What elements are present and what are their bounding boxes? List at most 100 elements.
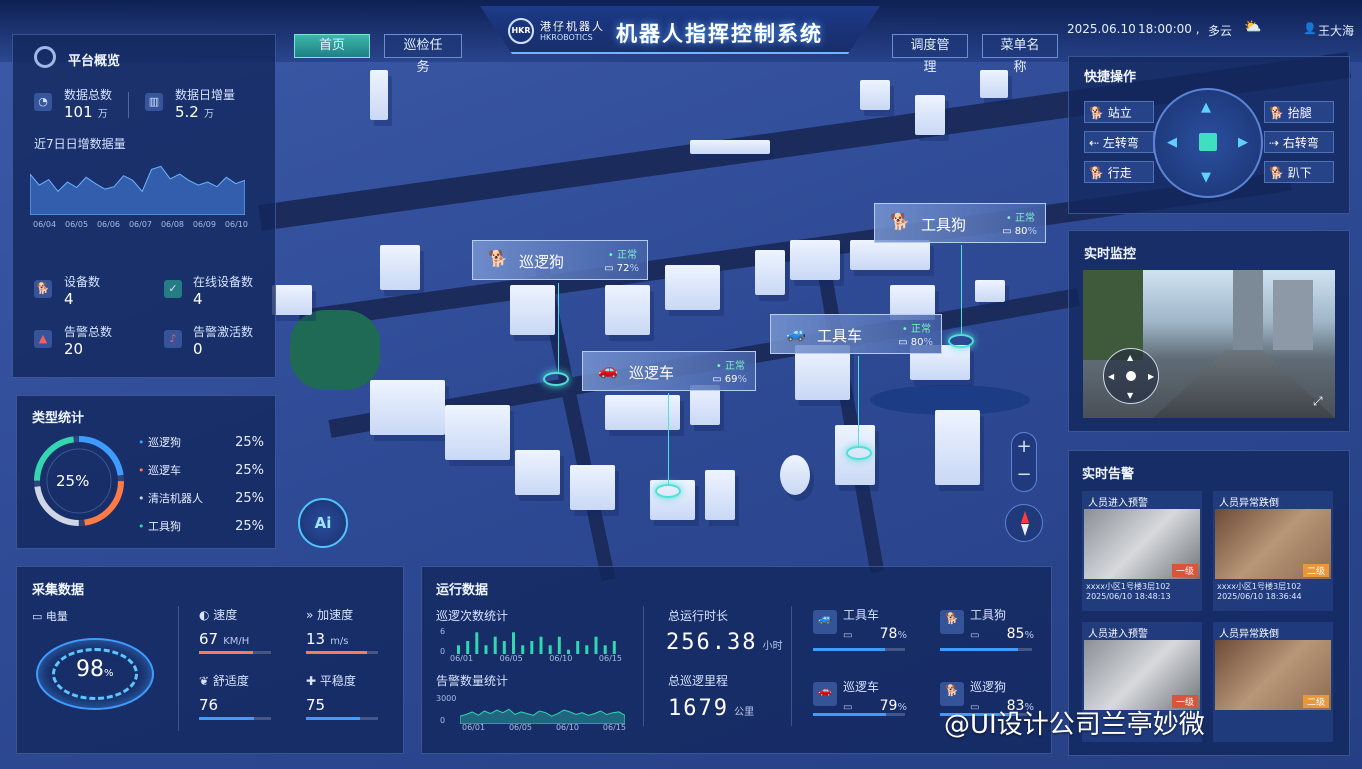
metric-stability: ✚ 平稳度 75 [306,674,356,714]
tag-status: • 正常 [607,250,637,261]
alert-card[interactable]: 人员进入预警 一级 [1082,622,1202,742]
building [705,470,735,520]
total-label: 数据总数 [64,88,113,102]
location-marker[interactable] [655,484,681,498]
patrol-bar [512,632,515,654]
pin-line [858,356,859,446]
direction-pad: ▲ ▼ ◀ ▶ [1153,88,1263,198]
online-icon: ✓ [164,280,182,298]
nav-menu[interactable]: 菜单名称 [982,34,1058,75]
compass-button[interactable] [1005,504,1043,542]
center-dot-icon [1126,371,1136,381]
type-donut-chart [34,436,124,526]
type-donut-center: 25% [56,472,90,490]
donut-slice-patrol-dog [34,436,124,526]
user-name[interactable]: 王大海 [1318,24,1355,38]
alarm-value: 20 [64,340,84,358]
battery-icon: ▭ [970,702,983,713]
nav-patrol-task[interactable]: 巡检任务 [384,34,462,75]
alert-card[interactable]: 人员异常跌倒 二级 [1213,622,1333,742]
building [570,465,615,510]
nav-home[interactable]: 首页 [294,34,370,58]
stop-icon[interactable] [1199,133,1217,151]
battery-icon: ▭ [712,374,725,385]
ai-assistant-button[interactable]: Ai [298,498,348,548]
building [1273,280,1313,350]
brand-name-cn: 港仔机器人 [540,20,605,33]
tag-name: 工具狗 [921,216,967,234]
zoom-out-button[interactable]: − [1016,464,1032,485]
device-icon: 🐕 [34,280,52,298]
lie-down-button[interactable]: 🐕 趴下 [1264,161,1334,183]
robot-stat-tool-cart: 🚙 工具车 ▭ 78% [813,606,913,642]
cloud-sun-icon: ⛅ [1244,19,1262,35]
arrow-left-icon[interactable]: ◀ [1167,135,1177,150]
robot-tag-tool-cart[interactable]: 🚙 工具车 • 正常 ▭ 80% [770,314,942,354]
patrol-car-bar [813,713,905,716]
pie-icon: ◔ [34,93,52,111]
walk-button[interactable]: 🐕 行走 [1084,161,1154,183]
fullscreen-icon[interactable]: ⤢ [1313,394,1323,408]
alert-card[interactable]: 人员异常跌倒 二级 xxxx小区1号楼3层102 2025/06/10 18:3… [1213,491,1333,611]
building [605,395,680,430]
battery-icon: ▭ [843,630,856,641]
arrow-left-icon: ◀ [1108,372,1115,381]
watermark: @UI设计公司兰亭妙微 [944,710,1205,740]
turn-right-button[interactable]: ⇢ 右转弯 [1264,131,1334,153]
arrow-up-icon[interactable]: ▲ [1201,100,1211,115]
leaf-icon: ❦ [199,674,213,688]
alarm-chart-label: 告警数量统计 [436,674,509,688]
week-label: 近7日日增数据量 [34,137,126,151]
mileage-label: 总巡逻里程 [668,674,729,688]
road-view [1153,350,1335,418]
user-icon: 👤 [1303,22,1317,35]
tag-battery: ▭ 72% [604,263,639,274]
alert-snapshot: 一级 [1084,509,1200,579]
building [975,280,1005,302]
zoom-in-button[interactable]: + [1016,436,1032,457]
arrow-right-icon[interactable]: ▶ [1238,135,1248,150]
camera-feed[interactable]: ▲ ▼ ◀ ▶ ⤢ [1083,270,1335,418]
building [445,405,510,460]
building [915,95,945,135]
turn-left-button[interactable]: ⇠ 左转弯 [1084,131,1154,153]
alert-card[interactable]: 人员进入预警 一级 xxxx小区1号楼3层102 2025/06/10 18:4… [1082,491,1202,611]
camera-ptz-control[interactable]: ▲ ▼ ◀ ▶ [1103,348,1159,404]
building [272,285,312,315]
location-marker[interactable] [543,372,569,386]
total-value: 101 万 [64,103,108,121]
arrow-down-icon[interactable]: ▼ [1201,170,1211,185]
divider [791,606,792,726]
active-value: 0 [193,340,203,358]
patrol-y-top: 6 [440,627,446,636]
tool-dog-icon: 🐕 [940,610,964,634]
location-marker[interactable] [948,334,974,348]
active-label: 告警激活数 [193,325,254,339]
tag-name: 巡逻车 [629,364,675,382]
battery-icon: ▭ [32,610,46,623]
building [370,70,388,120]
tag-status: • 正常 [715,361,745,372]
robot-tag-tool-dog[interactable]: 🐕 工具狗 • 正常 ▭ 80% [874,203,1046,243]
tool-cart-bar [813,648,905,651]
daily-label: 数据日增量 [175,88,236,102]
patrol-bar [612,641,616,654]
robot-tag-patrol-dog[interactable]: 🐕 巡逻狗 • 正常 ▭ 72% [472,240,648,280]
tag-battery: ▭ 69% [712,374,747,385]
stand-button[interactable]: 🐕 站立 [1084,101,1154,123]
patrol-bar [539,636,543,654]
building [790,240,840,280]
raise-leg-button[interactable]: 🐕 抬腿 [1264,101,1334,123]
patrol-bar [475,632,479,654]
compass-icon-south [1021,524,1029,536]
stand-icon: 🐕 [1089,106,1108,120]
pin-line [961,245,962,335]
patrol-bar [484,645,488,654]
patrol-dog-bar [940,713,1032,716]
nav-dispatch[interactable]: 调度管理 [892,34,968,75]
building [515,450,560,495]
location-marker[interactable] [846,446,872,460]
robot-tag-patrol-car[interactable]: 🚗 巡逻车 • 正常 ▭ 69% [582,351,756,391]
tool-cart-icon: 🚙 [813,610,837,634]
raise-leg-icon: 🐕 [1269,106,1288,120]
